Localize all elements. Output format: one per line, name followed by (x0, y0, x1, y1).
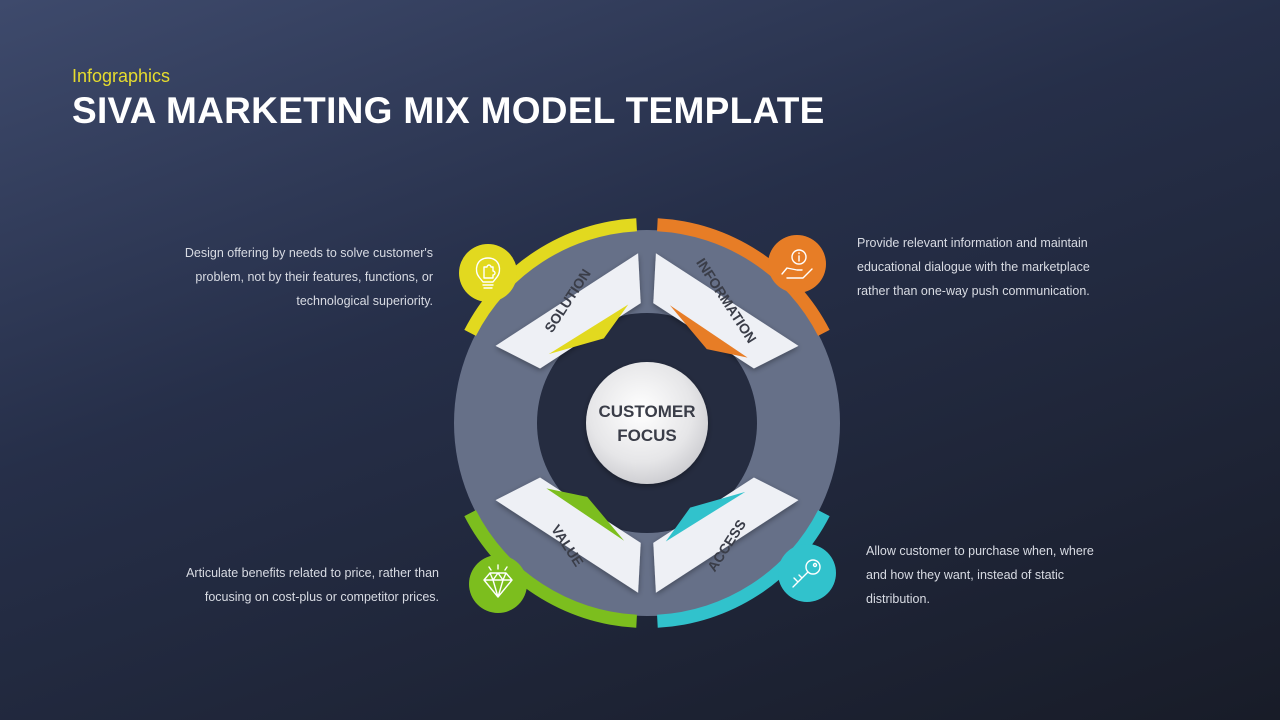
value-icon-badge (469, 555, 527, 613)
diamond-icon (469, 555, 527, 613)
solution-arc (464, 218, 637, 336)
solution-description-line: problem, not by their features, function… (195, 270, 433, 284)
access-pointer (665, 491, 746, 542)
access-description-line: Allow customer to purchase when, where (866, 544, 1094, 558)
value-card (495, 477, 641, 593)
info-hand-icon (768, 235, 826, 293)
information-description-line: rather than one-way push communication. (857, 284, 1090, 298)
access-description: Allow customer to purchase when, where a… (866, 539, 1126, 611)
value-description-line: Articulate benefits related to price, ra… (186, 566, 439, 580)
access-arc (657, 510, 830, 628)
center-label-line2: FOCUS (617, 426, 677, 445)
solution-description-line: Design offering by needs to solve custom… (184, 246, 433, 260)
eyebrow-label: Infographics (72, 66, 171, 86)
value-description: Articulate benefits related to price, ra… (140, 561, 439, 609)
information-card (653, 253, 799, 369)
solution-card (495, 253, 641, 369)
key-icon (778, 544, 836, 602)
information-description: Provide relevant information and maintai… (857, 231, 1117, 303)
page-title: SIVA MARKETING MIX MODEL TEMPLATE (72, 90, 825, 131)
information-arc (657, 218, 830, 336)
puzzle-bulb-icon (459, 244, 517, 302)
access-card (653, 477, 799, 593)
value-description-line: focusing on cost-plus or competitor pric… (204, 590, 439, 604)
solution-description-line: technological superiority. (296, 294, 433, 308)
access-segment: ACCESS (653, 477, 836, 628)
solution-description: Design offering by needs to solve custom… (140, 241, 433, 313)
information-description-line: Provide relevant information and maintai… (857, 236, 1088, 250)
solution-pointer (548, 304, 629, 355)
value-arc (464, 510, 637, 628)
access-description-line: distribution. (866, 592, 930, 606)
value-pointer (546, 488, 625, 541)
information-pointer (669, 305, 748, 358)
solution-icon-badge (459, 244, 517, 302)
center-circle (586, 362, 708, 484)
information-description-line: educational dialogue with the marketplac… (857, 260, 1090, 274)
access-description-line: and how they want, instead of static (866, 568, 1065, 582)
center-label-line1: CUSTOMER (599, 402, 696, 421)
